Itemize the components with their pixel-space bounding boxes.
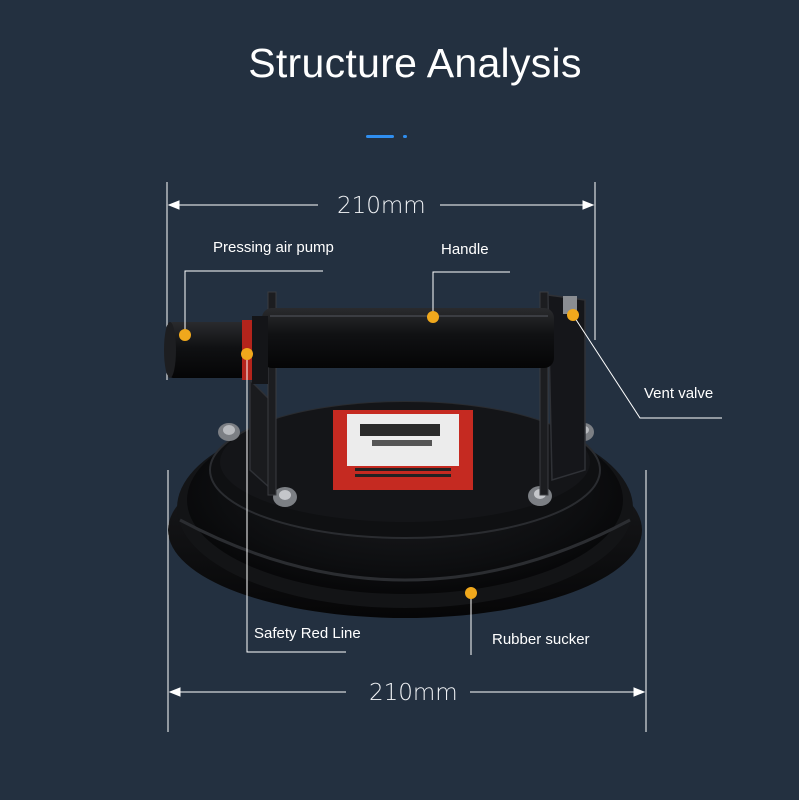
marker-handle: [427, 311, 439, 323]
marker-rubber-sucker: [465, 587, 477, 599]
top-dimension-label: 210mm: [337, 193, 426, 219]
title-accent-dot: [403, 135, 407, 138]
marker-safety-red-line: [241, 348, 253, 360]
page-title: Structure Analysis: [248, 40, 582, 86]
marker-pressing-air-pump: [179, 329, 191, 341]
vacuum-lifter-illustration: [164, 291, 642, 618]
label-pressing-air-pump: Pressing air pump: [213, 239, 334, 256]
callout-markers: [179, 309, 579, 599]
callout-safety-red-line: [246, 354, 346, 653]
label-rubber-sucker: Rubber sucker: [492, 631, 590, 648]
label-vent-valve: Vent valve: [644, 385, 714, 402]
label-handle: Handle: [441, 241, 489, 258]
title-accent-bar: [366, 135, 394, 138]
top-dimension-arrow: [167, 200, 595, 210]
callout-lines: [184, 270, 722, 655]
marker-vent-valve: [567, 309, 579, 321]
bottom-dimension-label: 210mm: [369, 680, 458, 706]
callout-vent-valve: [572, 314, 722, 419]
callout-handle: [432, 271, 510, 317]
callout-pressing-air-pump: [184, 270, 323, 335]
bottom-dimension-arrow: [168, 687, 646, 697]
label-safety-red-line: Safety Red Line: [254, 625, 361, 642]
